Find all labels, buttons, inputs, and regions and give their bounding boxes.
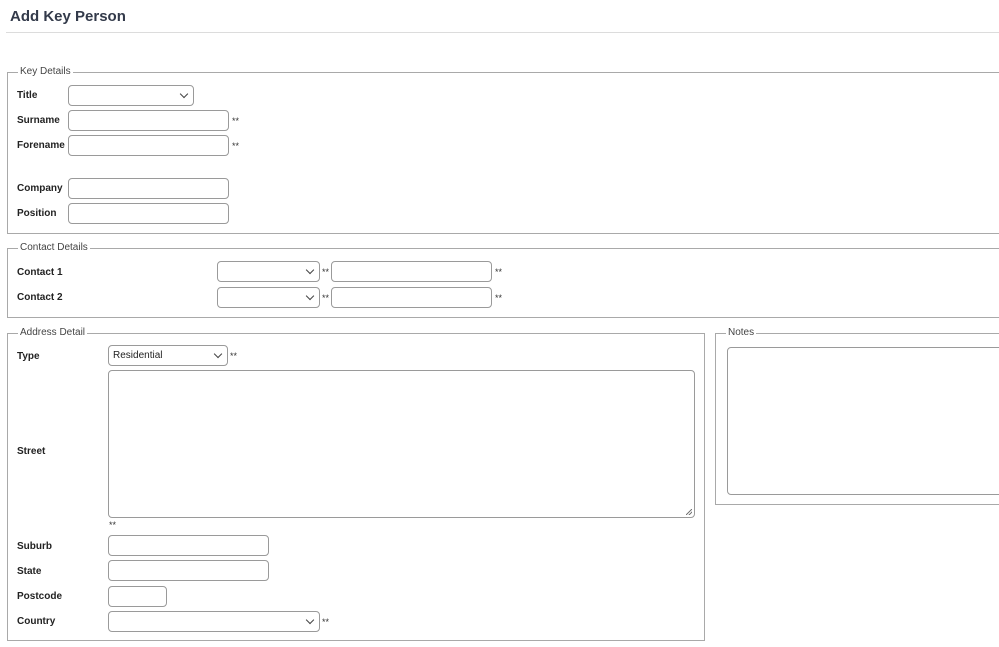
address-detail-fieldset: Address Detail — [7, 327, 705, 641]
chevron-down-icon — [179, 89, 189, 99]
suburb-label: Suburb — [17, 541, 52, 552]
forename-input[interactable] — [68, 135, 229, 156]
notes-textarea[interactable] — [727, 347, 999, 495]
title-label: Title — [17, 90, 38, 101]
surname-required-marker: ** — [232, 116, 240, 126]
chevron-down-icon — [305, 615, 315, 625]
company-input[interactable] — [68, 178, 229, 199]
street-required-marker: ** — [109, 520, 117, 530]
key-details-legend: Key Details — [18, 66, 73, 78]
address-detail-legend: Address Detail — [18, 327, 88, 339]
contact1-value-input[interactable] — [331, 261, 492, 282]
notes-legend: Notes — [726, 327, 757, 339]
contact-details-legend: Contact Details — [18, 242, 90, 254]
contact1-value-required-marker: ** — [495, 267, 503, 277]
contact2-type-select[interactable] — [217, 287, 320, 308]
forename-label: Forename — [17, 140, 65, 151]
forename-required-marker: ** — [232, 141, 240, 151]
country-required-marker: ** — [322, 617, 330, 627]
contact-details-fieldset: Contact Details — [7, 242, 999, 318]
state-input[interactable] — [108, 560, 269, 581]
suburb-input[interactable] — [108, 535, 269, 556]
contact1-label: Contact 1 — [17, 267, 63, 278]
key-details-fieldset: Key Details — [7, 66, 999, 234]
address-type-value: Residential — [113, 350, 163, 361]
chevron-down-icon — [213, 349, 223, 359]
contact2-value-required-marker: ** — [495, 293, 503, 303]
street-label: Street — [17, 446, 46, 457]
postcode-input[interactable] — [108, 586, 167, 607]
page-title: Add Key Person — [10, 8, 126, 25]
title-divider — [6, 32, 999, 33]
company-label: Company — [17, 183, 63, 194]
position-label: Position — [17, 208, 57, 219]
position-input[interactable] — [68, 203, 229, 224]
contact2-type-required-marker: ** — [322, 293, 330, 303]
title-select[interactable] — [68, 85, 194, 106]
chevron-down-icon — [305, 265, 315, 275]
street-textarea[interactable] — [108, 370, 695, 518]
address-type-required-marker: ** — [230, 351, 238, 361]
address-type-select[interactable]: Residential — [108, 345, 228, 366]
country-select[interactable] — [108, 611, 320, 632]
contact2-label: Contact 2 — [17, 292, 63, 303]
country-label: Country — [17, 616, 56, 627]
contact1-type-required-marker: ** — [322, 267, 330, 277]
contact1-type-select[interactable] — [217, 261, 320, 282]
contact2-value-input[interactable] — [331, 287, 492, 308]
resize-grip-icon[interactable] — [686, 509, 692, 515]
state-label: State — [17, 566, 42, 577]
postcode-label: Postcode — [17, 591, 63, 602]
type-label: Type — [17, 351, 40, 362]
surname-label: Surname — [17, 115, 60, 126]
chevron-down-icon — [305, 291, 315, 301]
surname-input[interactable] — [68, 110, 229, 131]
notes-fieldset: Notes — [715, 327, 999, 505]
